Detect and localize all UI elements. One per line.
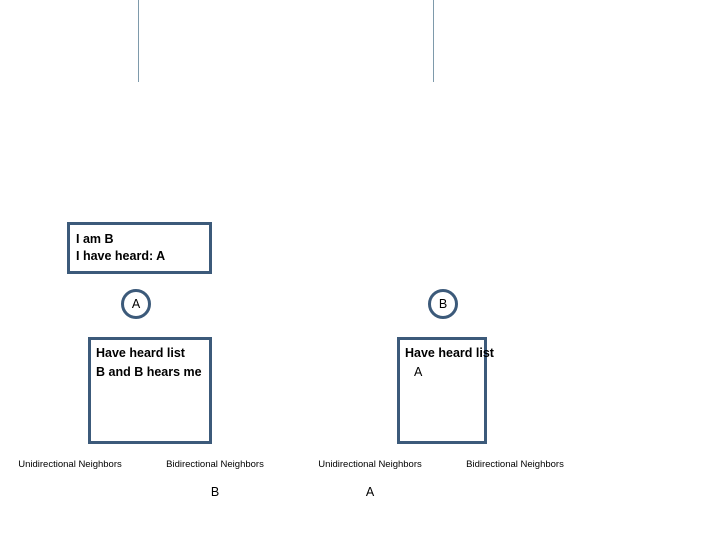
bidirectional-value-b [445, 484, 585, 500]
heard-list-panel-b: Have heard list A [397, 337, 494, 444]
heard-list-title-b: Have heard list [405, 346, 494, 360]
unidirectional-value-b: A [365, 485, 375, 499]
callout-line-heard: I have heard: A [76, 249, 166, 263]
column-divider-b [433, 0, 434, 82]
unidirectional-label-b: Unidirectional Neighbors [318, 459, 422, 470]
node-circle-b[interactable]: B [428, 289, 458, 319]
bidirectional-label-b: Bidirectional Neighbors [466, 459, 564, 470]
heard-list-panel-a: Have heard list B and B hears me [88, 337, 212, 444]
bidirectional-column-a: Bidirectional Neighbors B [145, 458, 285, 500]
callout-line-identity: I am B [76, 232, 114, 246]
bidirectional-label-a: Bidirectional Neighbors [166, 459, 264, 470]
node-circle-a[interactable]: A [121, 289, 151, 319]
unidirectional-column-a: Unidirectional Neighbors [0, 458, 140, 500]
unidirectional-label-a: Unidirectional Neighbors [18, 459, 122, 470]
bidirectional-column-b: Bidirectional Neighbors [445, 458, 585, 500]
unidirectional-value-a [0, 484, 140, 500]
heard-list-title-a: Have heard list [96, 346, 185, 360]
callout-box-b: I am B I have heard: A [67, 222, 212, 274]
unidirectional-column-b: Unidirectional Neighbors A [300, 458, 440, 500]
heard-list-body-a: B and B hears me [96, 365, 202, 379]
neighbor-section-b: Unidirectional Neighbors A Bidirectional… [300, 458, 600, 540]
node-label-b: B [438, 296, 448, 311]
bidirectional-value-a: B [210, 485, 220, 499]
heard-list-body-b: A [414, 365, 423, 379]
neighbor-section-a: Unidirectional Neighbors Bidirectional N… [0, 458, 300, 540]
column-divider-a [138, 0, 139, 82]
node-label-a: A [131, 296, 141, 311]
